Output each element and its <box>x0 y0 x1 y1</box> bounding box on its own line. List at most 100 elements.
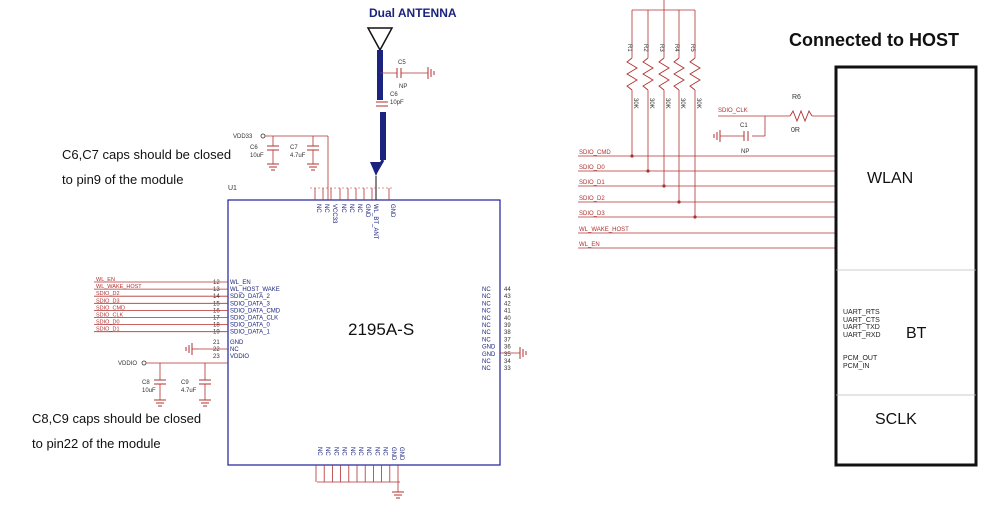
bottom-pin-name: NC <box>349 447 355 456</box>
c7-ref: C7 <box>290 145 298 151</box>
left-pin-number: 19 <box>213 330 220 336</box>
left-pin-name: SDIO_DATA_CMD <box>230 308 281 314</box>
right-pin-name: NC <box>482 359 491 365</box>
host-net-wires: SDIO_CMDSDIO_D0SDIO_D1SDIO_D2SDIO_D3WL_W… <box>578 150 836 249</box>
c8-ref: C8 <box>142 380 150 386</box>
left-net-label: SDIO_CMD <box>96 305 125 311</box>
left-pin-name: SDIO_DATA_3 <box>230 301 270 307</box>
bottom-pin-name: NC <box>357 447 363 456</box>
left-net-label: WL_EN <box>96 277 115 283</box>
c6-value: 10uF <box>250 153 264 159</box>
host-net-label: WL_EN <box>579 242 600 248</box>
c1-value: NP <box>741 149 749 155</box>
bt-pin-name: UART_TXD <box>843 324 880 331</box>
pullup-resistor-body <box>626 57 638 91</box>
bottom-pin-name: GND <box>390 447 396 461</box>
module-ref: U1 <box>228 185 237 192</box>
bt-pin-name: PCM_OUT <box>843 355 878 362</box>
vcc33-label: VDD33 <box>233 134 253 140</box>
left-pin-number: 23 <box>213 354 220 360</box>
right-pin-name: NC <box>482 316 491 322</box>
left-net-label: SDIO_CLK <box>96 313 124 319</box>
left-pin-name: SDIO_DATA_2 <box>230 294 270 300</box>
right-pin-name: NC <box>482 294 491 300</box>
pullup-value: 30K <box>632 98 638 109</box>
right-pin-name: NC <box>482 309 491 315</box>
host-net-label: SDIO_D3 <box>579 211 605 217</box>
bottom-pin-name: NC <box>316 447 322 456</box>
bottom-pin-name: GND <box>398 447 404 461</box>
left-pin-number: 18 <box>213 323 220 329</box>
right-pin-name: NC <box>482 323 491 329</box>
module-name: 2195A-S <box>348 320 414 339</box>
pullup-ref: R4 <box>673 44 679 52</box>
cap-c6-series <box>376 101 388 107</box>
host-net-label: SDIO_D0 <box>579 165 605 171</box>
pullup-ref: R3 <box>658 44 664 52</box>
left-pin-name: NC <box>230 347 239 353</box>
top-pin-name: NC <box>340 204 346 213</box>
host-net-label: WL_WAKE_HOST <box>579 227 629 233</box>
top-pin-name: WL_BT_ANT <box>372 204 378 240</box>
left-pin-number: 15 <box>213 301 220 307</box>
bottom-pin-name: NC <box>365 447 371 456</box>
pullup-resistor-body <box>673 57 685 91</box>
left-net-label: SDIO_D3 <box>96 298 120 304</box>
host-net-label: SDIO_D1 <box>579 180 605 186</box>
right-pin-number: 34 <box>504 359 511 365</box>
c9-ref: C9 <box>181 380 189 386</box>
bt-pin-name: UART_CTS <box>843 317 880 324</box>
pullup-resistor-body <box>658 57 670 91</box>
left-pin-number: 13 <box>213 287 220 293</box>
top-pin-name: NC <box>356 204 362 213</box>
left-pin-name: SDIO_DATA_0 <box>230 323 270 329</box>
right-pin-name: NC <box>482 337 491 343</box>
right-pin-number: 41 <box>504 309 511 315</box>
gnd-pin21 <box>185 343 228 355</box>
left-pin-number: 14 <box>213 294 220 300</box>
pullup-value: 30K <box>679 98 685 109</box>
top-pin-name: NC <box>323 204 329 213</box>
bottom-pin-name: NC <box>341 447 347 456</box>
left-pin-number: 12 <box>213 280 220 286</box>
c6ant-ref: C6 <box>390 92 398 98</box>
host-box <box>834 65 978 467</box>
pullup-resistor-body <box>642 57 654 91</box>
pullup-value: 30K <box>664 98 670 109</box>
left-pin-number: 21 <box>213 340 220 346</box>
antenna-symbol <box>366 27 394 200</box>
bottom-pin-name: NC <box>373 447 379 456</box>
right-pin-name: NC <box>482 366 491 372</box>
left-net-label: SDIO_D1 <box>96 327 120 333</box>
top-pin-name: VCC33 <box>331 204 337 224</box>
host-net-label: SDIO_CMD <box>579 150 611 156</box>
left-pin-name: SDIO_DATA_1 <box>230 330 270 336</box>
gnd-bottom <box>317 481 404 499</box>
c8-value: 10uF <box>142 388 156 394</box>
pullup-ref: R2 <box>642 44 648 52</box>
right-pin-number: 35 <box>504 352 511 358</box>
right-pin-number: 40 <box>504 316 511 322</box>
host-wlan-label: WLAN <box>867 170 914 187</box>
host-title: Connected to HOST <box>789 30 959 50</box>
pullup-value: 30K <box>648 98 654 109</box>
note-c6c7: C6,C7 caps should be closed to pin9 of t… <box>62 142 231 192</box>
antenna-title: Dual ANTENNA <box>369 6 457 20</box>
right-pin-number: 44 <box>504 287 511 293</box>
c9-value: 4.7uF <box>181 388 197 394</box>
right-pin-number: 38 <box>504 330 511 336</box>
right-pin-name: NC <box>482 287 491 293</box>
right-pin-number: 33 <box>504 366 511 372</box>
r6-ref: R6 <box>792 94 801 101</box>
right-pin-number: 42 <box>504 301 511 307</box>
note-c6c7-line1: C6,C7 caps should be closed <box>62 147 232 162</box>
sdio-clk-net <box>713 109 836 142</box>
left-pin-name: SDIO_DATA_CLK <box>230 316 278 322</box>
note-c8c9-line1: C8,C9 caps should be closed <box>32 411 202 426</box>
bt-pin-name: UART_RXD <box>843 332 881 339</box>
